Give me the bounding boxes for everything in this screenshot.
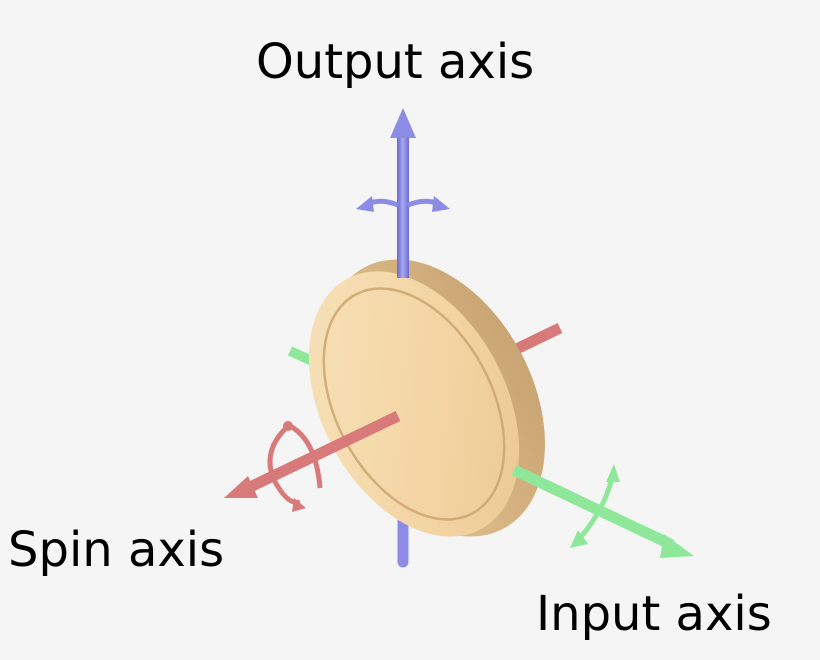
rotor-disk (308, 259, 545, 537)
input-axis-label: Input axis (536, 586, 772, 642)
input-axis-back (287, 346, 315, 366)
output-axis-arrow (356, 108, 450, 278)
spin-axis-arrow (224, 411, 401, 512)
spin-axis-label: Spin axis (8, 522, 225, 578)
output-axis-label: Output axis (256, 34, 535, 90)
input-axis-arrow (511, 464, 694, 558)
